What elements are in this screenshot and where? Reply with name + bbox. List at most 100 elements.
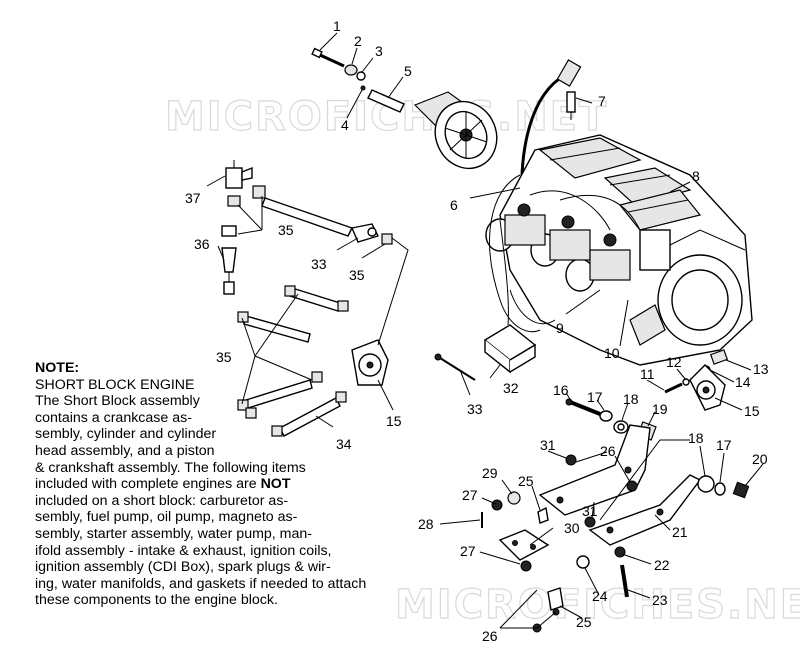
note-line-7-text: included with complete engines are <box>35 476 261 493</box>
washer-2 <box>344 64 358 76</box>
washer-24 <box>576 555 590 569</box>
callout-21: 21 <box>672 524 688 540</box>
callout-17-right: 17 <box>716 437 732 453</box>
callout-13: 13 <box>753 361 769 377</box>
cdi-bolt-33 <box>434 353 476 381</box>
cdi-box-32 <box>483 324 537 374</box>
bracket-link <box>599 439 690 521</box>
note-line-5: head assembly, and a piston <box>35 442 215 459</box>
note-line-8: included on a short block: carburetor as… <box>35 492 289 509</box>
callout-15-right: 15 <box>744 403 760 419</box>
callout-labels: 1 2 3 4 5 6 7 8 9 10 11 12 13 14 15 15 1… <box>185 18 769 644</box>
short-block-note: NOTE: SHORT BLOCK ENGINE The Short Block… <box>35 360 410 609</box>
note-line-2: The Short Block assembly <box>35 393 200 410</box>
callout-4: 4 <box>341 117 349 133</box>
callout-35-middle: 35 <box>349 267 365 283</box>
cylinder-head-3 <box>618 189 702 231</box>
hose-upper <box>261 197 353 237</box>
stud-25-upper <box>537 506 549 524</box>
note-line-1: SHORT BLOCK ENGINE <box>35 376 195 393</box>
nut-26-upper <box>626 480 638 492</box>
washer-3 <box>356 71 366 81</box>
washer-12 <box>682 378 690 386</box>
callout-34: 34 <box>336 436 352 452</box>
note-line-14: these components to the engine block. <box>35 592 278 609</box>
callout-12: 12 <box>666 354 682 370</box>
washer-17-right <box>714 482 726 496</box>
cylinder-head-1 <box>538 137 642 179</box>
note-line-9: sembly, fuel pump, oil pump, magneto as- <box>35 509 298 526</box>
callout-23: 23 <box>652 592 668 608</box>
callout-35-upper: 35 <box>278 222 294 238</box>
pump-15-right <box>689 364 726 411</box>
note-line-10: sembly, starter assembly, water pump, ma… <box>35 525 313 542</box>
pulse-tube-33 <box>351 223 393 245</box>
callout-25-upper: 25 <box>518 473 534 489</box>
callout-25-lower: 25 <box>576 614 592 630</box>
callout-11: 11 <box>640 366 655 382</box>
callout-15-left: 15 <box>386 413 402 429</box>
sleeve-5 <box>367 89 405 113</box>
callout-26-lower: 26 <box>482 628 498 644</box>
spark-plug-7 <box>556 59 582 120</box>
callout-10: 10 <box>604 345 620 361</box>
callout-30: 30 <box>564 520 580 536</box>
note-line-7: included with complete engines are NOT <box>35 476 410 493</box>
note-line-7-bold: NOT <box>260 476 291 493</box>
bolt-1 <box>311 47 345 68</box>
callout-27-upper: 27 <box>462 487 478 503</box>
engine-side-plate <box>639 229 671 271</box>
watermark-bottom: MICROFICHES.NET <box>395 582 800 628</box>
callout-6: 6 <box>450 197 458 213</box>
carburetors <box>485 203 631 292</box>
callout-16: 16 <box>553 382 569 398</box>
nut-22 <box>614 546 626 558</box>
hose-lower-2 <box>237 371 323 411</box>
clamp-lower <box>245 407 257 419</box>
callout-29: 29 <box>482 465 498 481</box>
nut-27-upper <box>491 499 503 511</box>
callout-8: 8 <box>692 168 700 184</box>
callout-18-left: 18 <box>623 391 639 407</box>
callout-18-right: 18 <box>688 430 704 446</box>
engine-block <box>485 134 753 366</box>
callout-17-left: 17 <box>587 389 603 405</box>
clamp-upper <box>252 185 266 199</box>
callout-32: 32 <box>503 380 519 396</box>
nut-31-upper <box>565 454 577 466</box>
callout-26-upper: 26 <box>600 443 616 459</box>
callout-19: 19 <box>652 401 668 417</box>
note-title: NOTE: <box>35 360 80 376</box>
nut-27-lower <box>520 560 532 572</box>
callout-14: 14 <box>735 374 751 390</box>
note-line-6: & crankshaft assembly. The following ite… <box>35 459 306 476</box>
filter-36 <box>221 225 237 295</box>
note-line-3: contains a crankcase as- <box>35 409 192 426</box>
callout-36: 36 <box>194 236 210 252</box>
note-line-13: ing, water manifolds, and gaskets if nee… <box>35 575 367 592</box>
bolt-23 <box>620 564 629 598</box>
bolt-11 <box>664 382 683 394</box>
callout-5: 5 <box>404 63 412 79</box>
callout-37: 37 <box>185 190 201 206</box>
grommet-18-right <box>697 475 715 493</box>
stud-25-lower <box>547 587 564 611</box>
callout-33-left: 33 <box>311 256 327 272</box>
callout-9: 9 <box>556 320 564 336</box>
callout-2: 2 <box>354 33 362 49</box>
hose-lower-1 <box>237 311 311 343</box>
callout-7: 7 <box>598 93 606 109</box>
nut-31-lower <box>584 516 596 528</box>
note-line-4: sembly, cylinder and cylinder <box>35 426 217 443</box>
oil-pump-15-left <box>351 339 389 386</box>
callout-27-lower: 27 <box>460 543 476 559</box>
drive-clutch <box>413 91 498 170</box>
nut-20 <box>732 481 750 499</box>
callout-3: 3 <box>375 43 383 59</box>
hose-34 <box>271 391 347 437</box>
leader-lines <box>206 32 764 629</box>
callout-28: 28 <box>418 516 434 532</box>
callout-35-lower: 35 <box>216 349 232 365</box>
hose-middle <box>284 285 349 312</box>
